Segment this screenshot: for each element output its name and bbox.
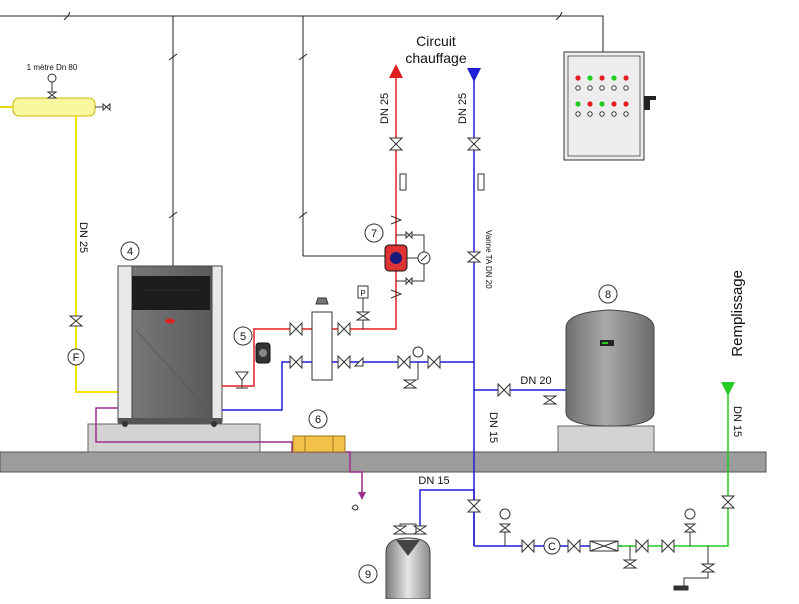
svg-text:6: 6 xyxy=(315,414,321,426)
return-arrow-icon xyxy=(467,68,481,82)
gas-end-valve xyxy=(102,102,111,112)
svg-text:8: 8 xyxy=(605,289,611,301)
svg-text:7: 7 xyxy=(371,228,377,240)
component-7-marker: 7 xyxy=(364,223,384,243)
indicator-light xyxy=(599,75,605,81)
balancing-valve-ta xyxy=(466,251,482,263)
indicator-light xyxy=(611,101,617,107)
drain-drip-icon xyxy=(351,504,359,511)
svg-text:5: 5 xyxy=(240,331,246,343)
gas-filter: F xyxy=(67,348,85,366)
fill-gauge-1 xyxy=(498,508,512,546)
supply-check-valve xyxy=(390,215,403,225)
selector-knob xyxy=(623,85,629,91)
component-5-marker: 5 xyxy=(233,326,253,346)
circuit-label-line2: chauffage xyxy=(405,50,466,66)
indicator-light xyxy=(623,101,629,107)
indicator-light xyxy=(623,75,629,81)
wire-break-marks xyxy=(63,11,563,219)
indicator-light xyxy=(575,101,581,107)
selector-knob xyxy=(575,85,581,91)
selector-knob xyxy=(575,111,581,117)
main-pipe-size-label: DN 15 xyxy=(487,412,499,443)
gas-isolation-valve xyxy=(68,315,84,327)
selector-knob xyxy=(611,85,617,91)
boiler-pump xyxy=(255,342,271,364)
gas-vent-label: 1 mètre Dn 80 xyxy=(27,63,78,72)
selector-knob xyxy=(611,111,617,117)
return-thermometer-icon xyxy=(477,173,485,191)
supply-arrow-icon xyxy=(389,64,403,78)
heating-return-pipe xyxy=(332,70,475,363)
pressure-gauge-letter: P xyxy=(360,289,365,298)
floor-slab xyxy=(0,451,767,473)
gas-vent-valve xyxy=(46,73,58,99)
heating-supply-valve-top xyxy=(388,137,404,151)
return-valve-1 xyxy=(289,354,303,370)
component-8-marker: 8 xyxy=(598,284,618,304)
component-9-marker: 9 xyxy=(358,564,378,584)
green-line-valves xyxy=(622,495,736,569)
svg-text:9: 9 xyxy=(365,569,371,581)
gas-line xyxy=(0,97,118,393)
filter-letter: F xyxy=(73,352,80,364)
panel-indicator-lights xyxy=(575,75,629,117)
vessel-pipe-size-label: DN 20 xyxy=(520,375,551,387)
supply-valve-1 xyxy=(289,321,303,337)
circulator-bypass xyxy=(396,230,431,286)
softener-valves xyxy=(392,525,428,535)
indicator-light xyxy=(611,75,617,81)
expansion-vessel xyxy=(557,309,655,453)
supply-pipe-size-label: DN 25 xyxy=(379,93,391,124)
supply-thermometer-icon xyxy=(399,173,407,191)
fill-arrow-icon xyxy=(721,382,735,396)
component-6-marker: 6 xyxy=(308,409,328,429)
neutraliser-box xyxy=(292,435,346,453)
component-4-marker: 4 xyxy=(120,241,140,261)
return-tee-fitting xyxy=(353,356,364,367)
softener-pipe-size-label: DN 15 xyxy=(418,475,449,487)
supply-tee-valve xyxy=(355,311,371,321)
selector-knob xyxy=(587,85,593,91)
heating-return-valve-top xyxy=(466,137,482,151)
drain-tap-icon xyxy=(673,546,716,591)
drain-funnel-icon xyxy=(358,492,366,500)
boiler-supply-pipe xyxy=(222,328,312,387)
svg-text:4: 4 xyxy=(127,246,133,258)
safety-valve xyxy=(235,371,249,389)
supply-valve-2 xyxy=(337,321,351,337)
circuit-label-line1: Circuit xyxy=(416,33,456,49)
return-pipe-size-label: DN 25 xyxy=(457,93,469,124)
return-expansion-valve xyxy=(397,346,441,389)
supply-check-valve-2 xyxy=(390,289,403,299)
water-softener xyxy=(385,523,431,600)
svg-text:C: C xyxy=(548,541,556,553)
control-wiring xyxy=(0,15,604,266)
drain-line xyxy=(95,407,293,452)
expansion-vessel-valve xyxy=(497,382,558,405)
fill-label: Remplissage xyxy=(729,270,746,357)
fill-pipe-size-label: DN 15 xyxy=(731,406,743,437)
cold-water-line xyxy=(618,390,729,547)
indicator-light xyxy=(587,101,593,107)
hydraulic-separator xyxy=(311,297,333,381)
return-valve-2 xyxy=(337,354,351,370)
fill-line-valves xyxy=(521,538,619,554)
selector-knob xyxy=(599,111,605,117)
indicator-light xyxy=(599,101,605,107)
heating-supply-pipe xyxy=(332,70,397,330)
selector-knob xyxy=(623,111,629,117)
balancing-valve-label: Vanne TA DN 20 xyxy=(484,230,493,289)
selector-knob xyxy=(599,85,605,91)
indicator-light xyxy=(575,75,581,81)
indicator-light xyxy=(587,75,593,81)
boiler xyxy=(87,265,261,453)
water-meter: C xyxy=(543,537,561,555)
gas-pipe-size-label: DN 25 xyxy=(77,222,89,253)
heating-circulator-pump xyxy=(384,244,418,272)
fill-valve-vertical xyxy=(466,499,482,513)
selector-knob xyxy=(587,111,593,117)
softener-pipe xyxy=(419,489,474,528)
